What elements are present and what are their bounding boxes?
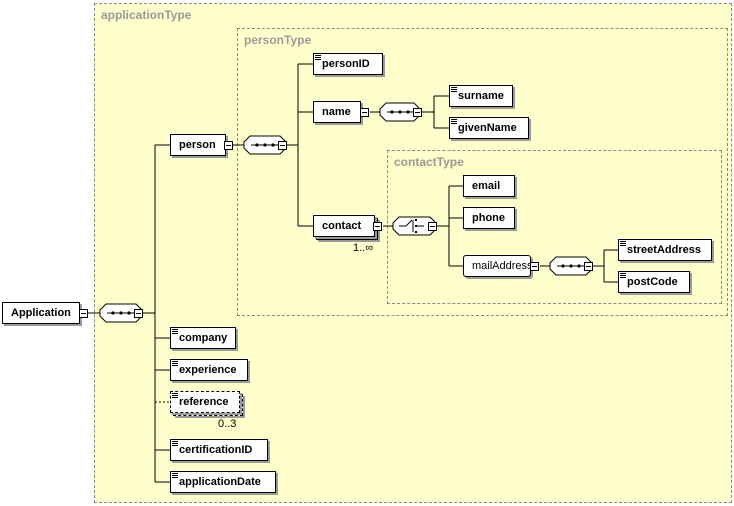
minus-toggle-icon[interactable] bbox=[413, 108, 422, 117]
documentation-icon bbox=[315, 55, 321, 60]
experience-element[interactable]: experience bbox=[170, 359, 248, 381]
contact-element[interactable]: contact bbox=[313, 215, 375, 237]
reference-label: reference bbox=[179, 396, 229, 408]
minus-toggle-icon[interactable] bbox=[584, 262, 593, 271]
documentation-icon bbox=[451, 87, 457, 92]
phone-element[interactable]: phone bbox=[463, 207, 515, 229]
sequence-compositor-icon[interactable] bbox=[379, 102, 421, 122]
sequence-compositor-icon[interactable] bbox=[549, 256, 593, 276]
documentation-icon bbox=[172, 473, 178, 478]
person-type-region: personType bbox=[237, 28, 728, 316]
email-element[interactable]: email bbox=[463, 175, 515, 197]
minus-toggle-icon[interactable] bbox=[79, 309, 88, 318]
mail-address-element[interactable]: mailAddress bbox=[463, 255, 533, 277]
sequence-compositor-icon[interactable] bbox=[99, 303, 143, 323]
street-address-label: streetAddress bbox=[627, 244, 701, 256]
documentation-icon bbox=[172, 441, 178, 446]
documentation-icon bbox=[620, 273, 626, 278]
minus-toggle-icon[interactable] bbox=[373, 222, 382, 231]
person-id-label: personID bbox=[322, 58, 370, 70]
documentation-icon bbox=[620, 241, 626, 246]
person-type-title: personType bbox=[244, 33, 312, 47]
mail-address-label: mailAddress bbox=[472, 260, 533, 272]
post-code-element[interactable]: postCode bbox=[618, 271, 690, 293]
documentation-icon bbox=[172, 361, 178, 366]
experience-label: experience bbox=[179, 364, 237, 376]
documentation-icon bbox=[172, 393, 178, 398]
company-element[interactable]: company bbox=[170, 327, 236, 349]
contact-type-title: contactType bbox=[394, 155, 464, 169]
certification-id-label: certificationID bbox=[179, 444, 253, 456]
name-element[interactable]: name bbox=[313, 101, 361, 123]
post-code-label: postCode bbox=[627, 276, 678, 288]
application-date-label: applicationDate bbox=[179, 476, 261, 488]
minus-toggle-icon[interactable] bbox=[224, 141, 233, 150]
street-address-element[interactable]: streetAddress bbox=[618, 239, 712, 261]
application-type-title: applicationType bbox=[101, 8, 192, 22]
person-id-element[interactable]: personID bbox=[313, 53, 383, 75]
surname-label: surname bbox=[458, 90, 504, 102]
company-label: company bbox=[179, 332, 228, 344]
given-name-element[interactable]: givenName bbox=[449, 117, 529, 139]
person-label: person bbox=[179, 139, 216, 151]
minus-toggle-icon[interactable] bbox=[134, 309, 143, 318]
person-element[interactable]: person bbox=[170, 134, 226, 156]
minus-toggle-icon[interactable] bbox=[278, 141, 287, 150]
certification-id-element[interactable]: certificationID bbox=[170, 439, 268, 461]
surname-element[interactable]: surname bbox=[449, 85, 513, 107]
minus-toggle-icon[interactable] bbox=[530, 262, 539, 271]
reference-occurrence: 0..3 bbox=[218, 418, 237, 430]
reference-element[interactable]: reference bbox=[170, 391, 240, 413]
application-element[interactable]: Application bbox=[2, 302, 80, 324]
application-label: Application bbox=[11, 307, 71, 319]
application-date-element[interactable]: applicationDate bbox=[170, 471, 276, 493]
phone-label: phone bbox=[472, 212, 505, 224]
contact-label: contact bbox=[322, 220, 362, 232]
contact-type-region: contactType bbox=[387, 150, 722, 304]
documentation-icon bbox=[172, 329, 178, 334]
choice-compositor-icon[interactable] bbox=[392, 216, 437, 236]
minus-toggle-icon[interactable] bbox=[428, 222, 437, 231]
name-label: name bbox=[322, 106, 351, 118]
contact-occurrence: 1..∞ bbox=[353, 242, 374, 254]
documentation-icon bbox=[451, 119, 457, 124]
minus-toggle-icon[interactable] bbox=[360, 108, 369, 117]
given-name-label: givenName bbox=[458, 122, 517, 134]
email-label: email bbox=[472, 180, 501, 192]
sequence-compositor-icon[interactable] bbox=[243, 135, 287, 155]
